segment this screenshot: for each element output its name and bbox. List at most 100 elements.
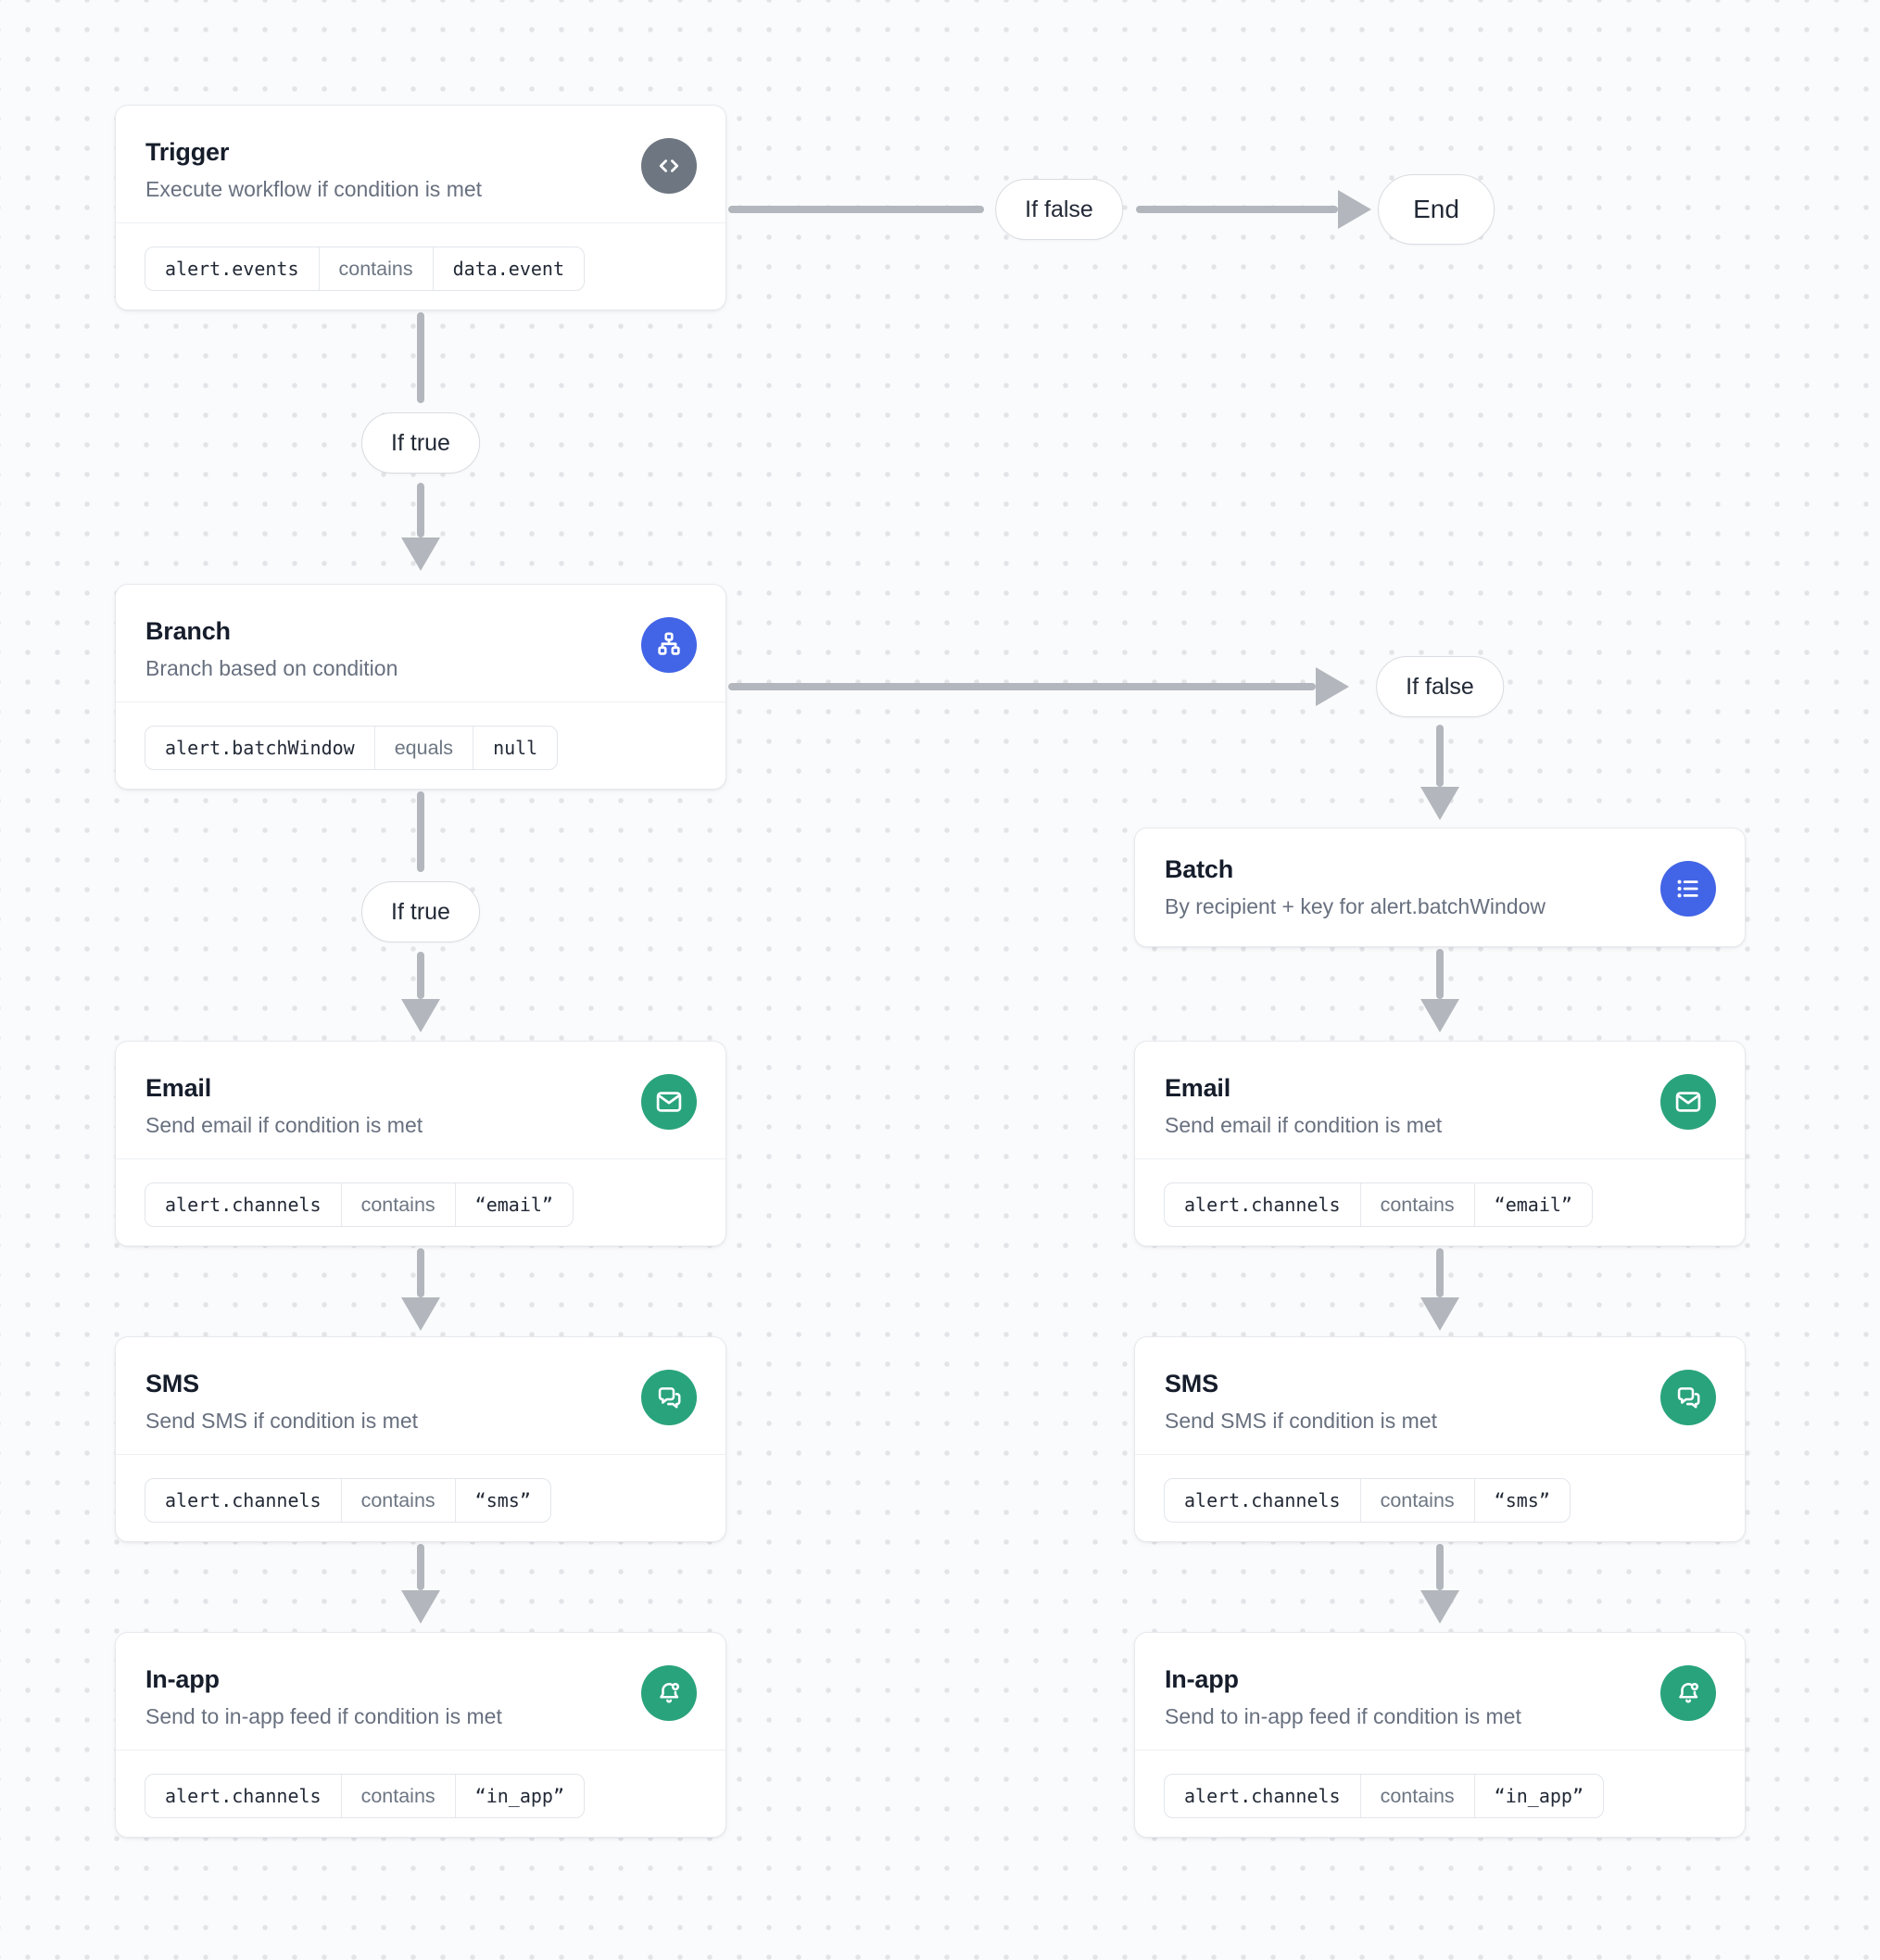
node-trigger[interactable]: Trigger Execute workflow if condition is… — [115, 105, 726, 310]
condition-value: “sms” — [1494, 1489, 1550, 1511]
condition-value: “email” — [474, 1194, 553, 1216]
condition-pill: alert.channels contains “in_app” — [145, 1774, 585, 1818]
node-condition-row: alert.events contains data.event — [116, 222, 726, 310]
edge-label-text: If true — [391, 898, 450, 925]
edge-branch-to-iffalse-arrowhead — [1316, 667, 1349, 706]
chat-icon — [641, 1370, 697, 1425]
bell-icon — [641, 1665, 697, 1721]
node-condition-row: alert.channels contains “sms” — [116, 1454, 726, 1541]
edge-batch-to-email-arrowhead — [1420, 999, 1459, 1032]
condition-pill: alert.batchWindow equals null — [145, 726, 559, 770]
node-batch-header: Batch By recipient + key for alert.batch… — [1135, 828, 1745, 946]
condition-field: alert.channels — [145, 1775, 342, 1817]
edge-label-if-true-1: If true — [361, 412, 480, 474]
edge-iffalse-to-end-line — [1136, 206, 1338, 213]
node-subtitle: By recipient + key for alert.batchWindow — [1165, 894, 1546, 919]
condition-field: alert.batchWindow — [145, 727, 375, 769]
edge-trigger-to-iffalse-line — [728, 206, 984, 213]
node-end[interactable]: End — [1378, 174, 1495, 245]
edge-email-to-sms-line-left — [417, 1248, 424, 1297]
condition-pill: alert.events contains data.event — [145, 247, 586, 291]
node-batch[interactable]: Batch By recipient + key for alert.batch… — [1134, 828, 1746, 947]
condition-pill: alert.channels contains “email” — [145, 1182, 574, 1227]
condition-operator: contains — [320, 247, 434, 290]
node-subtitle: Send SMS if condition is met — [145, 1409, 419, 1434]
condition-field: alert.channels — [1165, 1183, 1361, 1226]
condition-pill: alert.channels contains “email” — [1164, 1182, 1593, 1227]
condition-operator: contains — [342, 1479, 456, 1522]
condition-operator: contains — [342, 1183, 456, 1226]
condition-field: alert.channels — [145, 1183, 342, 1226]
node-condition-row: alert.channels contains “in_app” — [116, 1750, 726, 1837]
node-title: In-app — [1165, 1665, 1239, 1693]
node-sms-header: SMS Send SMS if condition is met — [116, 1337, 726, 1454]
node-inapp-header: In-app Send to in-app feed if condition … — [116, 1633, 726, 1750]
list-icon — [1660, 861, 1716, 917]
end-label: End — [1413, 195, 1459, 223]
edge-iftrue-to-branch-arrowhead — [401, 537, 440, 571]
condition-operator: equals — [375, 727, 474, 769]
branch-icon — [641, 617, 697, 673]
condition-field: alert.channels — [1165, 1775, 1361, 1817]
edge-iftrue-to-email-arrowhead — [401, 999, 440, 1032]
condition-value: null — [493, 737, 538, 759]
edge-label-text: If false — [1406, 673, 1474, 700]
edge-label-if-false-top: If false — [995, 179, 1123, 240]
node-inapp-right[interactable]: In-app Send to in-app feed if condition … — [1134, 1632, 1746, 1838]
node-subtitle: Send to in-app feed if condition is met — [145, 1704, 502, 1729]
condition-value: “in_app” — [1494, 1785, 1583, 1807]
edge-iffalse-to-end-arrowhead — [1338, 190, 1371, 229]
edge-email-to-sms-arrowhead-left — [401, 1297, 440, 1331]
node-subtitle: Send to in-app feed if condition is met — [1165, 1704, 1521, 1729]
node-title: Email — [145, 1074, 212, 1102]
node-title: Email — [1165, 1074, 1231, 1102]
node-inapp-left[interactable]: In-app Send to in-app feed if condition … — [115, 1632, 726, 1838]
node-condition-row: alert.channels contains “in_app” — [1135, 1750, 1745, 1837]
code-icon — [641, 138, 697, 194]
condition-field: alert.channels — [145, 1479, 342, 1522]
edge-branch-to-iffalse-line — [728, 683, 1316, 690]
node-inapp-header: In-app Send to in-app feed if condition … — [1135, 1633, 1745, 1750]
node-sms-header: SMS Send SMS if condition is met — [1135, 1337, 1745, 1454]
condition-value: data.event — [452, 258, 565, 280]
chat-icon — [1660, 1370, 1716, 1425]
edge-sms-to-inapp-line-right — [1436, 1544, 1444, 1590]
node-email-right[interactable]: Email Send email if condition is met ale… — [1134, 1041, 1746, 1246]
edge-sms-to-inapp-arrowhead-right — [1420, 1590, 1459, 1624]
condition-value: “in_app” — [474, 1785, 564, 1807]
node-condition-row: alert.channels contains “email” — [116, 1158, 726, 1246]
edge-trigger-to-iftrue-line — [417, 312, 424, 403]
edge-sms-to-inapp-arrowhead-left — [401, 1590, 440, 1624]
condition-operator: contains — [1361, 1775, 1475, 1817]
condition-pill: alert.channels contains “in_app” — [1164, 1774, 1604, 1818]
node-sms-right[interactable]: SMS Send SMS if condition is met alert.c… — [1134, 1336, 1746, 1542]
edge-email-to-sms-arrowhead-right — [1420, 1297, 1459, 1331]
edge-iffalse-to-batch-line — [1436, 725, 1444, 787]
condition-operator: contains — [1361, 1183, 1475, 1226]
node-condition-row: alert.channels contains “email” — [1135, 1158, 1745, 1246]
node-email-header: Email Send email if condition is met — [1135, 1042, 1745, 1158]
node-title: Branch — [145, 617, 231, 645]
node-title: SMS — [145, 1370, 199, 1397]
condition-operator: contains — [342, 1775, 456, 1817]
node-title: In-app — [145, 1665, 220, 1693]
condition-operator: contains — [1361, 1479, 1475, 1522]
condition-value: “email” — [1494, 1194, 1572, 1216]
node-email-header: Email Send email if condition is met — [116, 1042, 726, 1158]
node-branch[interactable]: Branch Branch based on condition alert.b… — [115, 584, 726, 790]
node-sms-left[interactable]: SMS Send SMS if condition is met alert.c… — [115, 1336, 726, 1542]
node-title: Batch — [1165, 855, 1234, 883]
edge-iftrue-to-branch-line — [417, 483, 424, 537]
condition-pill: alert.channels contains “sms” — [1164, 1478, 1571, 1523]
node-branch-header: Branch Branch based on condition — [116, 585, 726, 702]
node-subtitle: Send email if condition is met — [145, 1113, 423, 1138]
node-subtitle: Send email if condition is met — [1165, 1113, 1443, 1138]
edge-label-text: If false — [1025, 196, 1093, 222]
node-email-left[interactable]: Email Send email if condition is met ale… — [115, 1041, 726, 1246]
condition-field: alert.events — [145, 247, 320, 290]
edge-email-to-sms-line-right — [1436, 1248, 1444, 1297]
edge-sms-to-inapp-line-left — [417, 1544, 424, 1590]
node-title: SMS — [1165, 1370, 1218, 1397]
edge-iftrue-to-email-line — [417, 952, 424, 999]
